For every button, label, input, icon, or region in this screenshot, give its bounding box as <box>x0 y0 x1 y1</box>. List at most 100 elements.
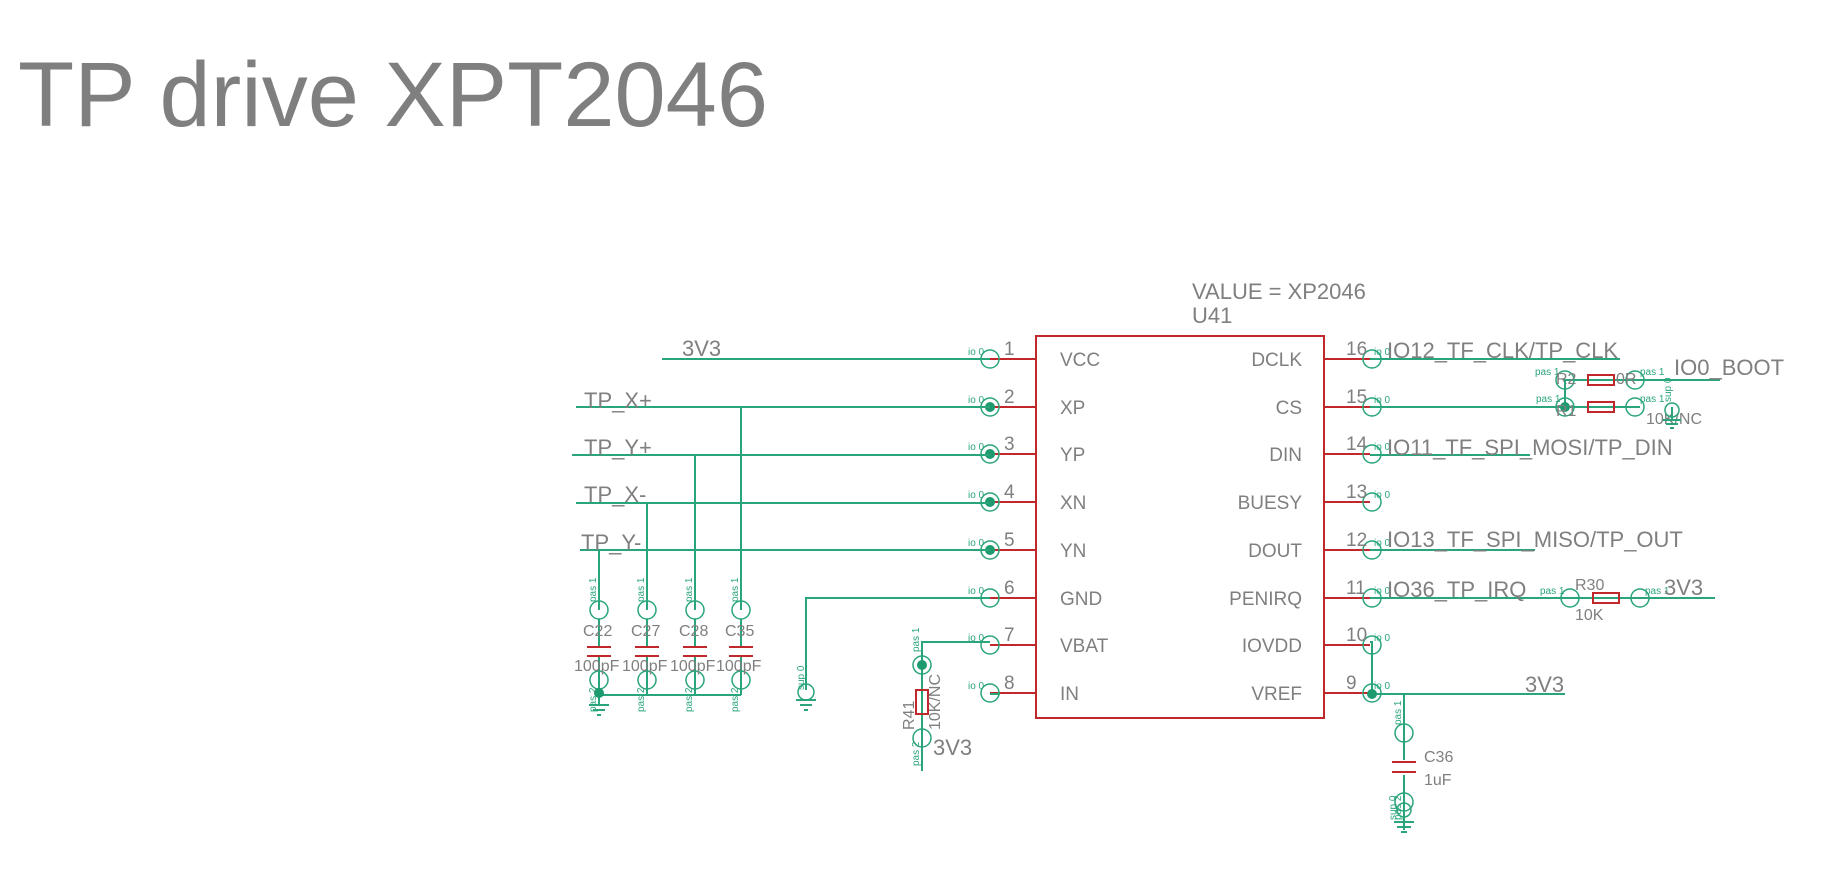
cap-value: 100pF <box>574 658 620 675</box>
ic-pin-number: 12 <box>1346 530 1367 551</box>
junction-vref <box>1367 689 1377 699</box>
ic-pin-number: 16 <box>1346 339 1367 360</box>
net-label-tp-yp: TP_Y+ <box>584 435 652 460</box>
resistor-r30 <box>1592 592 1620 604</box>
ic-pin-circle-right <box>1362 492 1382 512</box>
r2-pin2-tag: pas 1 <box>1640 367 1665 378</box>
ic-pin-tag: io 0 <box>1374 490 1391 501</box>
c36-pin1-tag: pas 1 <box>1393 700 1404 725</box>
net-label-tp-xp: TP_X+ <box>584 388 652 413</box>
ic-pin-tag: io 0 <box>968 681 985 692</box>
cap-pin-2 <box>685 670 705 690</box>
r1-pin-1 <box>1555 397 1575 417</box>
ic-pin-name: VBAT <box>1060 636 1109 657</box>
ic-value-label: VALUE = XP2046 <box>1192 279 1366 304</box>
r41-refdes: R41 <box>901 701 918 730</box>
r2-value: 0R <box>1616 371 1636 388</box>
ic-pin-tag: io 0 <box>1374 442 1391 453</box>
ic-refdes: U41 <box>1192 303 1232 328</box>
ic-pin-number: 2 <box>1004 387 1015 408</box>
ic-pin-name: YN <box>1060 541 1086 562</box>
ic-body <box>1035 335 1325 719</box>
cap-pin1-tag: pas 1 <box>730 577 741 602</box>
net-label-dout: IO13_TF_SPI_MISO/TP_OUT <box>1387 527 1683 552</box>
net-label-tp-xn: TP_X- <box>584 482 646 507</box>
ic-pin-name: XN <box>1060 493 1086 514</box>
net-label-3v3-vcc: 3V3 <box>682 336 721 361</box>
r30-value: 10K <box>1575 607 1604 624</box>
net-label-irq: IO36_TP_IRQ <box>1387 577 1526 602</box>
ic-pin-tag: io 0 <box>1374 538 1391 549</box>
ic-pin-name: PENIRQ <box>1229 589 1302 610</box>
r2-pin-2 <box>1625 370 1645 390</box>
r2-pin1-tag: pas 1 <box>1535 367 1560 378</box>
cap-value: 100pF <box>622 658 668 675</box>
ic-pin-number: 13 <box>1346 482 1367 503</box>
r41-pin1-tag: pas 1 <box>911 627 922 652</box>
ground-symbol-r1: sup 0 <box>1663 377 1681 429</box>
ic-pin-name: DCLK <box>1251 350 1302 371</box>
ic-pin-name: DOUT <box>1248 541 1302 562</box>
r41-pin2-tag: pas 2 <box>911 741 922 766</box>
ic-pin-number: 7 <box>1004 625 1015 646</box>
cap-pin2-tag: pas 2 <box>684 687 695 712</box>
cap-pin-2 <box>731 670 751 690</box>
ic-pin-number: 6 <box>1004 578 1015 599</box>
ic-pin-number: 1 <box>1004 339 1015 360</box>
ic-pin-name: VREF <box>1251 684 1302 705</box>
r41-pin-1 <box>912 655 932 675</box>
ic-pin-circle-left <box>980 635 1000 655</box>
ic-pin-tag: io 0 <box>968 633 985 644</box>
ic-pin-name: BUESY <box>1238 493 1303 514</box>
ic-pin-tag: io 0 <box>968 347 985 358</box>
ic-pin-name: CS <box>1276 398 1302 419</box>
wire-gnd <box>805 597 990 690</box>
junction-cs <box>1560 402 1570 412</box>
ic-pin-number: 8 <box>1004 673 1015 694</box>
r30-pin-2 <box>1630 588 1650 608</box>
r30-pin-1 <box>1560 588 1580 608</box>
r41-pin-2 <box>912 728 932 748</box>
c36-pin-1 <box>1394 723 1414 743</box>
net-label-tp-yn: TP_Y- <box>581 530 641 555</box>
ic-pin-name: XP <box>1060 398 1085 419</box>
junction-cap-ground <box>594 688 604 698</box>
net-label-dclk: IO12_TF_CLK/TP_CLK <box>1387 338 1618 363</box>
cap-pin2-tag: pas 2 <box>588 687 599 712</box>
cap-pin1-tag: pas 1 <box>588 577 599 602</box>
r41-value: 10K/NC <box>927 674 944 730</box>
net-label-io0-boot: IO0_BOOT <box>1674 355 1784 380</box>
page-title: TP drive XPT2046 <box>18 44 768 146</box>
ic-pin-tag: io 0 <box>968 586 985 597</box>
ic-pin-number: 10 <box>1346 625 1367 646</box>
r1-refdes: R1 <box>1556 403 1577 420</box>
ic-pin-tag: io 0 <box>1374 395 1391 406</box>
c36-refdes: C36 <box>1424 749 1453 766</box>
ic-pin-tag: io 0 <box>1374 347 1391 358</box>
cap-pin-2 <box>637 670 657 690</box>
ic-pin-tag: io 0 <box>1374 681 1391 692</box>
cap-refdes: C28 <box>679 623 708 640</box>
ic-pin-tag: io 0 <box>968 442 985 453</box>
net-label-3v3-irq: 3V3 <box>1664 575 1703 600</box>
c36-pin-2 <box>1394 792 1414 812</box>
ic-pin-tag: io 0 <box>968 538 985 549</box>
cap-refdes: C35 <box>725 623 754 640</box>
wire-iovdd <box>1370 641 1373 694</box>
ground-symbol-gnd: sup 0 <box>796 665 816 711</box>
ic-pin-number: 4 <box>1004 482 1015 503</box>
cap-pin1-tag: pas 1 <box>636 577 647 602</box>
resistor-r2 <box>1587 374 1615 386</box>
r30-pin2-tag: pas 1 <box>1645 586 1670 597</box>
ic-pin-name: IOVDD <box>1242 636 1302 657</box>
r30-refdes: R30 <box>1575 577 1604 594</box>
cap-pin2-tag: pas 2 <box>636 687 647 712</box>
ic-pin-number: 14 <box>1346 434 1368 455</box>
resistor-r1 <box>1587 401 1615 413</box>
ic-pin-name: GND <box>1060 589 1102 610</box>
ground-symbol-c36: sup 0 <box>1388 795 1414 833</box>
cap-pin2-tag: pas 2 <box>730 687 741 712</box>
